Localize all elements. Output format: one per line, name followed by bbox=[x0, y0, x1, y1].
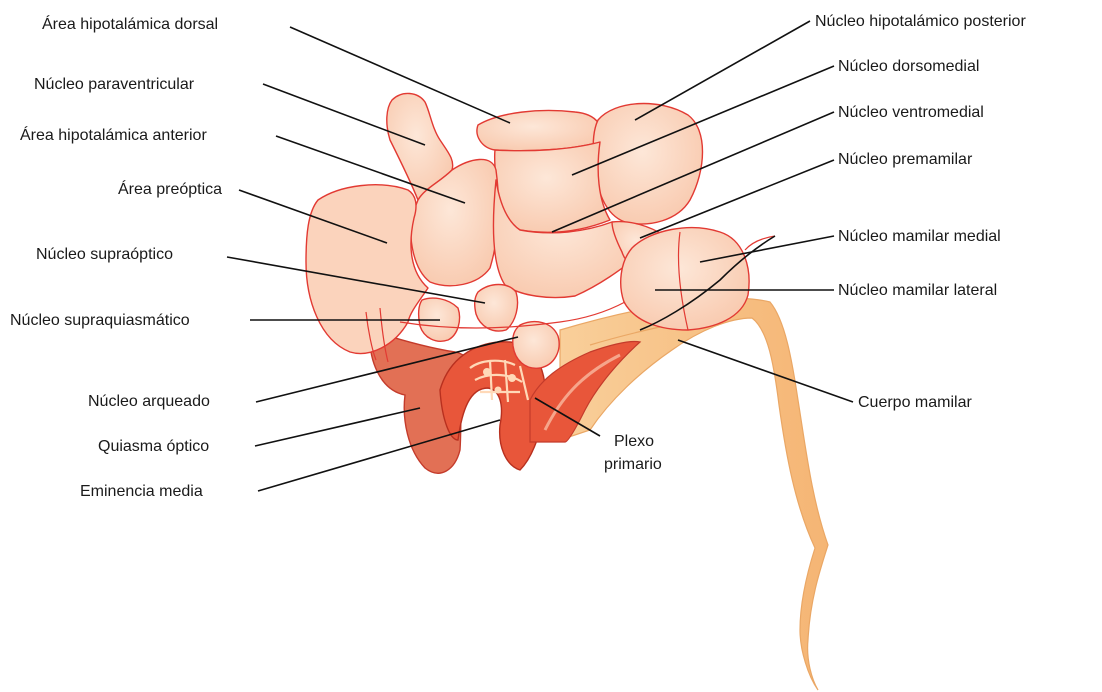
label-lateral-mamillary: Núcleo mamilar lateral bbox=[838, 282, 997, 299]
leader-mamillary-body bbox=[678, 340, 853, 402]
supraoptic-nucleus-shape bbox=[475, 285, 518, 332]
label-dorsal-area: Área hipotalámica dorsal bbox=[42, 14, 218, 33]
label-optic-chiasm: Quiasma óptico bbox=[98, 438, 209, 455]
label-arcuate: Núcleo arqueado bbox=[88, 393, 210, 410]
label-primary-plexus-line1: Plexo bbox=[614, 433, 654, 450]
label-median-eminence: Eminencia media bbox=[80, 483, 203, 500]
leader-posterior bbox=[635, 21, 810, 120]
label-preoptic: Área preóptica bbox=[118, 179, 222, 198]
label-medial-mamillary: Núcleo mamilar medial bbox=[838, 228, 1001, 245]
arcuate-nucleus-shape bbox=[513, 322, 559, 369]
nuclei bbox=[306, 93, 775, 368]
leader-optic-chiasm bbox=[255, 408, 420, 446]
label-mamillary-body: Cuerpo mamilar bbox=[858, 394, 972, 411]
posterior-nucleus-shape bbox=[593, 104, 702, 224]
leader-median-eminence bbox=[258, 420, 500, 491]
label-paraventricular: Núcleo paraventricular bbox=[34, 76, 195, 93]
label-ventromedial: Núcleo ventromedial bbox=[838, 104, 984, 121]
label-suprachiasmatic: Núcleo supraquiasmático bbox=[10, 312, 190, 329]
label-primary-plexus-line2: primario bbox=[604, 456, 662, 473]
preoptic-area-shape bbox=[306, 185, 428, 354]
label-premamillary: Núcleo premamilar bbox=[838, 151, 973, 168]
label-dorsomedial: Núcleo dorsomedial bbox=[838, 58, 979, 75]
dorsomedial-nucleus-shape bbox=[495, 142, 610, 232]
label-supraoptic: Núcleo supraóptico bbox=[36, 246, 173, 263]
label-posterior: Núcleo hipotalámico posterior bbox=[815, 13, 1026, 30]
label-anterior-area: Área hipotalámica anterior bbox=[20, 125, 207, 144]
